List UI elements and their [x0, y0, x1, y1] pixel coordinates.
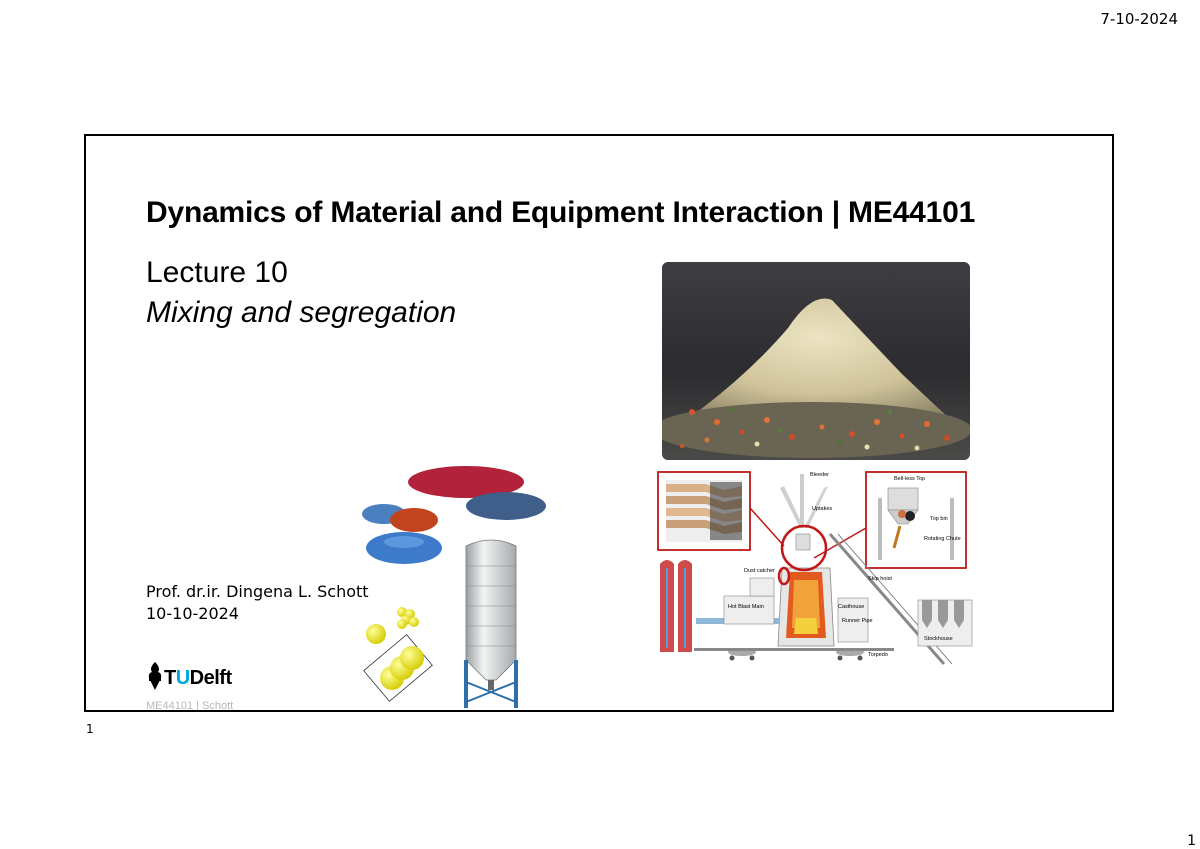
slide: Dynamics of Material and Equipment Inter…	[84, 134, 1114, 712]
label-hopper: Top bin	[930, 516, 948, 522]
logo-prefix: T	[164, 667, 176, 689]
logo-suffix: Delft	[189, 667, 232, 689]
label-cast-house: Casthouse	[838, 604, 864, 610]
label-uptakes: Uptakes	[812, 506, 832, 512]
label-stockhouse: Stockhouse	[924, 636, 953, 642]
logo-accent: U	[175, 667, 190, 689]
label-dust-catcher: Dust catcher	[744, 568, 775, 574]
page-date: 7-10-2024	[1100, 10, 1178, 28]
label-bell-less-top: Bell-less Top	[894, 476, 925, 482]
slide-title: Dynamics of Material and Equipment Inter…	[146, 196, 976, 229]
lecture-number: Lecture 10	[146, 256, 288, 289]
label-bleeder: Bleeder	[810, 472, 829, 478]
powder-heaps-image	[356, 462, 546, 568]
label-chute: Rotating Chute	[924, 536, 961, 542]
blast-furnace-diagram: Bell-less Top Top bin Rotating Chute Ble…	[654, 468, 978, 668]
label-hot-blast-main: Hot Blast Main	[728, 604, 764, 610]
author: Prof. dr.ir. Dingena L. Schott	[146, 582, 369, 601]
silo-image	[456, 532, 526, 710]
flame-icon	[148, 662, 162, 690]
slide-footer: ME44101 | Schott	[146, 700, 234, 712]
lecture-date: 10-10-2024	[146, 604, 239, 623]
particles-image	[362, 604, 438, 704]
label-runner: Runner Pipe	[842, 618, 873, 624]
granular-pile-photo	[662, 262, 970, 460]
label-torpedo: Torpedo	[868, 652, 888, 658]
tu-delft-logo: TUDelft	[146, 660, 232, 690]
lecture-subtitle: Mixing and segregation	[146, 296, 457, 329]
page-number: 1	[1187, 833, 1196, 849]
slide-number: 1	[86, 722, 94, 736]
label-skip: Skip hoist	[868, 576, 892, 582]
logo-text: TUDelft	[164, 667, 232, 690]
